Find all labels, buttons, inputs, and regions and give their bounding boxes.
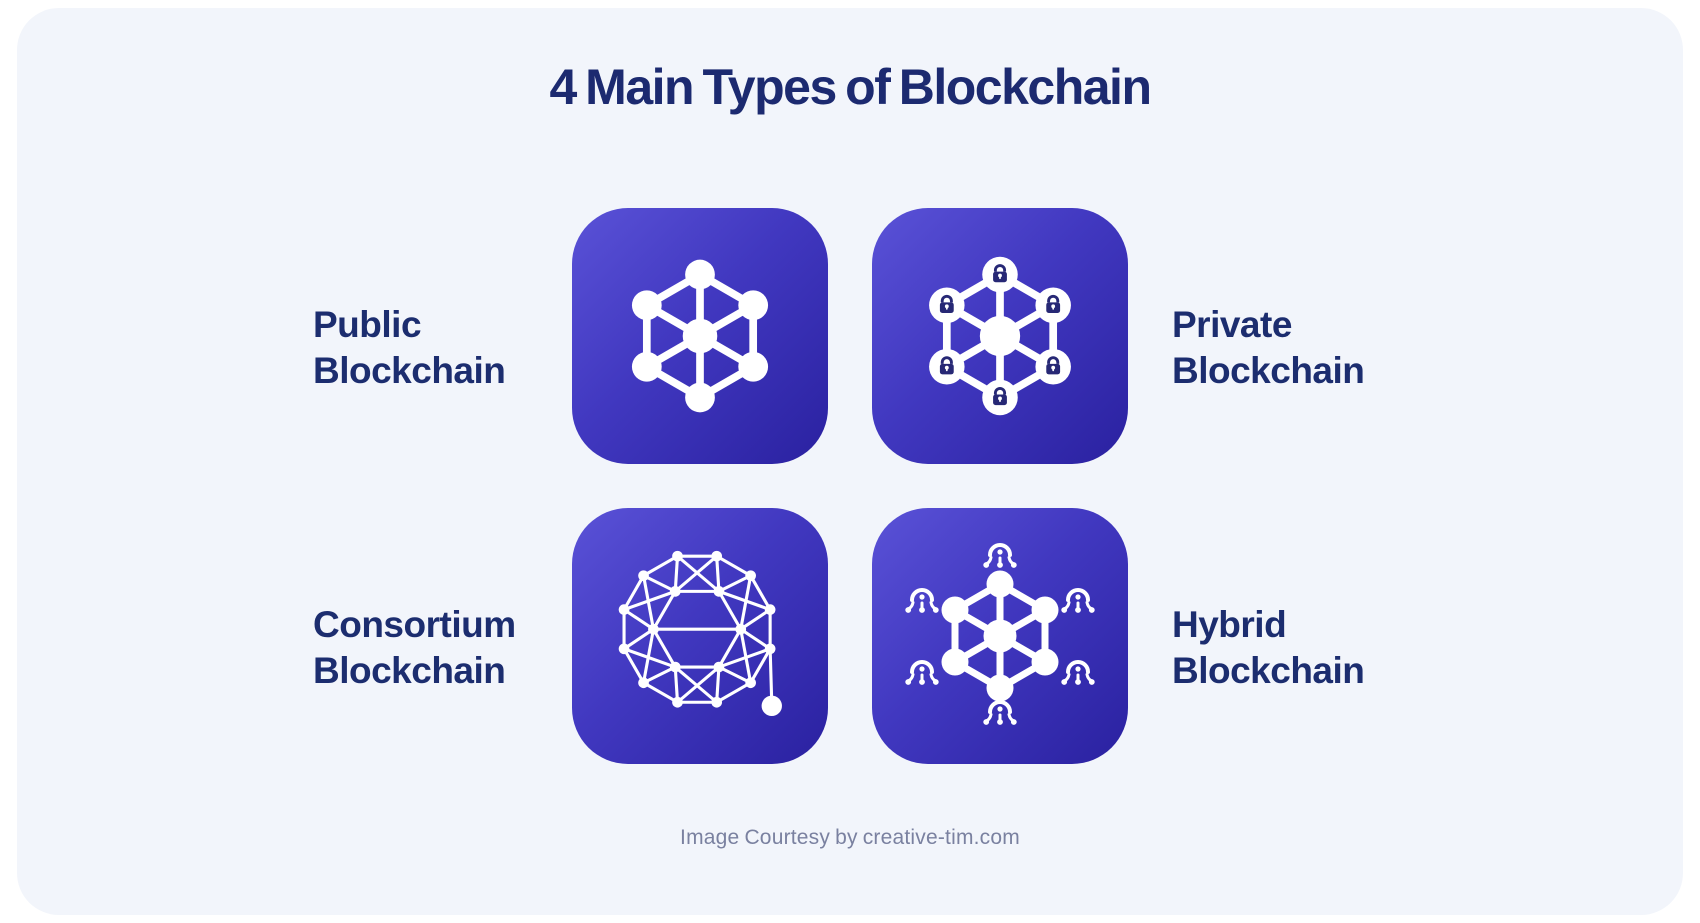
hybrid-network-broadcast-icon	[905, 543, 1095, 725]
infographic-panel: 4 Main Types of Blockchain Public Blockc…	[17, 8, 1683, 915]
consortium-geodesic-sphere-icon	[618, 550, 782, 717]
label-hybrid-blockchain: Hybrid Blockchain	[1172, 602, 1387, 694]
blockchain-types-grid: Public Blockchain	[313, 208, 1387, 764]
page-title: 4 Main Types of Blockchain	[549, 59, 1152, 115]
label-line: Blockchain	[1172, 650, 1365, 691]
broadcast-user-icon	[905, 543, 1095, 725]
public-network-icon	[631, 259, 769, 413]
label-line: Consortium	[313, 604, 516, 645]
tile-public-blockchain	[572, 208, 828, 464]
tile-hybrid-blockchain	[872, 508, 1128, 764]
label-line: Private	[1172, 304, 1292, 345]
tile-consortium-blockchain	[572, 508, 828, 764]
label-line: Public	[313, 304, 422, 345]
label-line: Hybrid	[1172, 604, 1287, 645]
label-line: Blockchain	[313, 350, 506, 391]
label-consortium-blockchain: Consortium Blockchain	[313, 602, 528, 694]
label-public-blockchain: Public Blockchain	[313, 302, 528, 394]
label-line: Blockchain	[313, 650, 506, 691]
label-private-blockchain: Private Blockchain	[1172, 302, 1387, 394]
tile-private-blockchain	[872, 208, 1128, 464]
label-line: Blockchain	[1172, 350, 1365, 391]
lock-icon	[939, 264, 1061, 406]
image-credit-text: Image Courtesy by creative-tim.com	[680, 826, 1020, 849]
private-lock-network-icon	[929, 256, 1071, 416]
